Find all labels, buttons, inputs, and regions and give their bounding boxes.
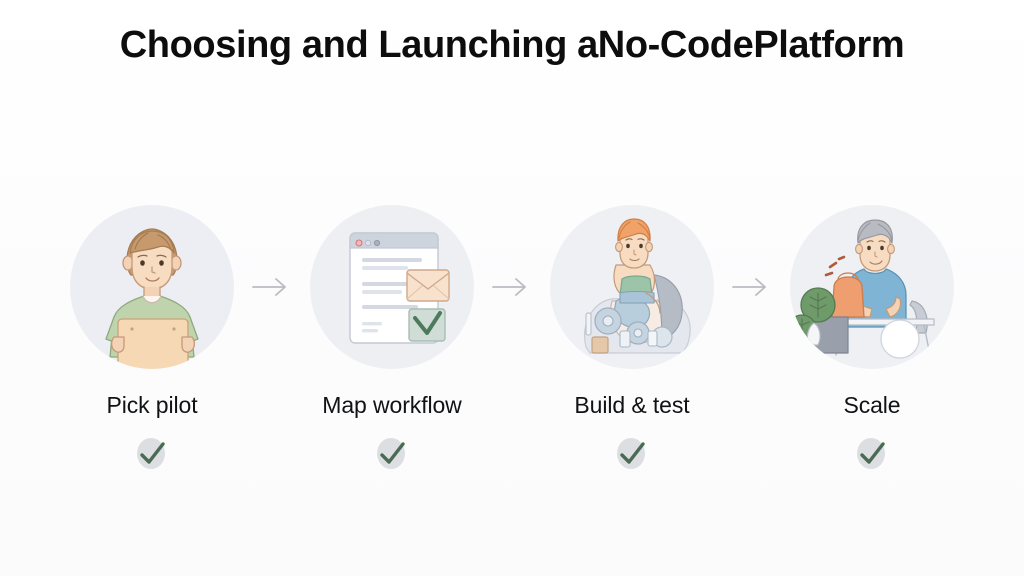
step-illustration-person-with-machinery-gears [550, 205, 714, 369]
step-illustration-person-holding-tablet [70, 205, 234, 369]
connector-arrow-right-icon [245, 205, 299, 369]
step-scale[interactable]: Scale [779, 205, 965, 472]
step-illustration-person-at-desk-with-plant [790, 205, 954, 369]
step-build-and-test[interactable]: Build & test [539, 205, 725, 472]
step-pick-pilot[interactable]: Pick pilot [59, 205, 245, 472]
connector-arrow-right-icon [485, 205, 539, 369]
step-label: Map workflow [322, 392, 462, 418]
page-title: Choosing and Launching aNo-CodePlatform [119, 24, 905, 66]
step-label: Build & test [574, 392, 690, 418]
step-status-green-check-icon [614, 436, 650, 472]
process-steps-row: Pick pilot [0, 205, 1024, 472]
step-label: Scale [843, 392, 901, 418]
step-illustration-browser-form-with-envelope-and-check [310, 205, 474, 369]
step-status-green-check-icon [374, 436, 410, 472]
step-status-green-check-icon [134, 436, 170, 472]
step-status-green-check-icon [854, 436, 890, 472]
connector-arrow-right-icon [725, 205, 779, 369]
step-map-workflow[interactable]: Map workflow [299, 205, 485, 472]
step-label: Pick pilot [106, 392, 198, 418]
